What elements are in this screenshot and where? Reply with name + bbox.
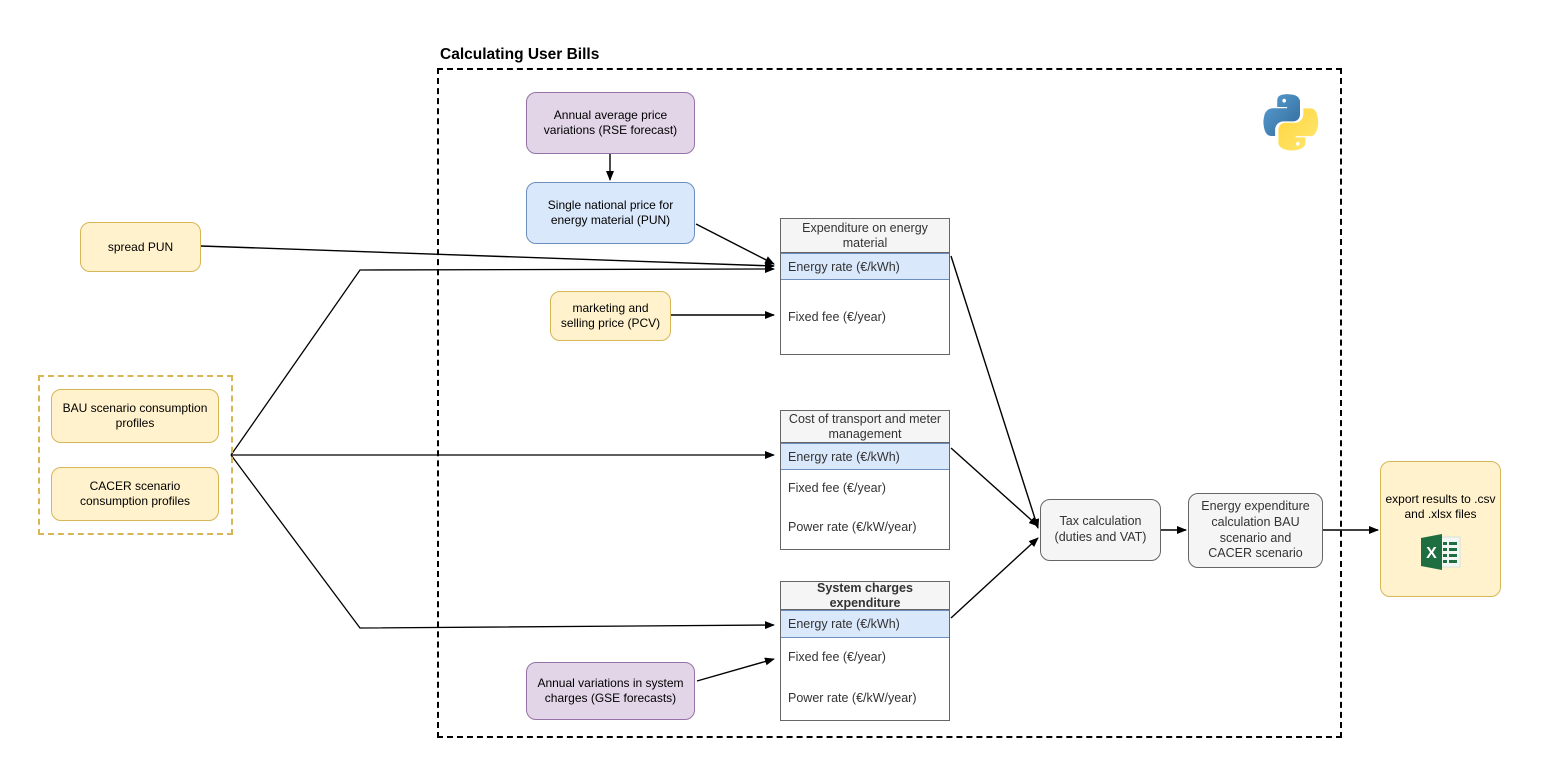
export-results-box[interactable]: export results to .csv and .xlsx files X: [1380, 461, 1501, 597]
cacer-scenario-profiles-box[interactable]: CACER scenario consumption profiles: [51, 467, 219, 521]
spread-pun-box[interactable]: spread PUN: [80, 222, 201, 272]
table-row[interactable]: Energy rate (€/kWh): [781, 253, 949, 280]
table-row[interactable]: Energy rate (€/kWh): [781, 610, 949, 638]
table-header: Expenditure on energy material: [781, 219, 949, 253]
table-row[interactable]: Energy rate (€/kWh): [781, 443, 949, 470]
energy-expenditure-calculation-box[interactable]: Energy expenditure calculation BAU scena…: [1188, 493, 1323, 568]
export-results-label: export results to .csv and .xlsx files: [1385, 492, 1496, 521]
pun-box[interactable]: Single national price for energy materia…: [526, 182, 695, 244]
pcv-box[interactable]: marketing and selling price (PCV): [550, 291, 671, 341]
gse-forecast-box[interactable]: Annual variations in system charges (GSE…: [526, 662, 695, 720]
consumption-profiles-group: [38, 375, 233, 535]
table-row[interactable]: Fixed fee (€/year): [788, 649, 886, 664]
cost-transport-meter-table: Cost of transport and meter management E…: [780, 410, 950, 550]
python-logo: [1258, 90, 1322, 154]
rse-forecast-box[interactable]: Annual average price variations (RSE for…: [526, 92, 695, 154]
expenditure-energy-material-table: Expenditure on energy material Energy ra…: [780, 218, 950, 355]
calculating-user-bills-container: [437, 68, 1342, 738]
tax-calculation-box[interactable]: Tax calculation (duties and VAT): [1040, 499, 1161, 561]
table-row[interactable]: Power rate (€/kW/year): [788, 520, 917, 534]
table-header: System charges expenditure: [781, 581, 949, 610]
system-charges-expenditure-table: System charges expenditure Energy rate (…: [780, 581, 950, 721]
table-row[interactable]: Power rate (€/kW/year): [788, 690, 917, 705]
table-row[interactable]: Fixed fee (€/year): [788, 480, 886, 495]
bau-scenario-profiles-box[interactable]: BAU scenario consumption profiles: [51, 389, 219, 443]
excel-file-icon: X: [1419, 534, 1462, 570]
table-header: Cost of transport and meter management: [781, 411, 949, 443]
page-title: Calculating User Bills: [440, 46, 600, 63]
table-row[interactable]: Fixed fee (€/year): [788, 310, 886, 324]
svg-text:X: X: [1426, 545, 1437, 562]
